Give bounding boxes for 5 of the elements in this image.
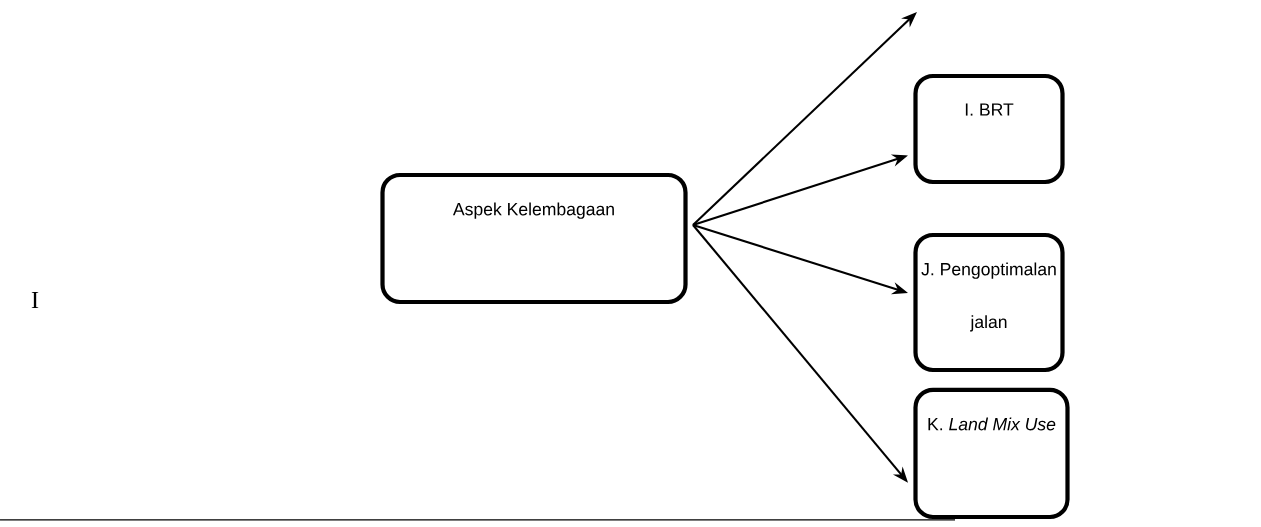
process-box: J. Pengoptimalan jalan <box>913 232 1065 373</box>
label: I <box>31 291 39 309</box>
process-box: Aspek Kelembagaan <box>380 172 688 305</box>
process-box: K. Land Mix Use <box>913 387 1070 520</box>
process-box: I. BRT <box>913 73 1065 185</box>
